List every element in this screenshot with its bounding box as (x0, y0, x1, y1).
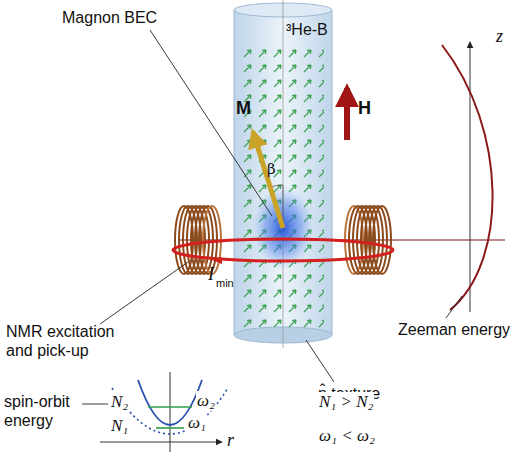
frequency-label: ω₁ (187, 413, 207, 433)
field-arrow (344, 88, 350, 140)
current-symbol: I (208, 264, 214, 286)
axis-label: r (227, 430, 234, 452)
angle-symbol: β (267, 160, 276, 178)
relation-note: N₁ > N₂ (318, 392, 374, 412)
curve-label: Zeeman energy (398, 320, 510, 339)
occupation-label: N₁ (110, 416, 129, 436)
condensate-label: Magnon BEC (62, 8, 157, 27)
leader-line (82, 30, 462, 404)
relation-note: ω₁ < ω₂ (318, 426, 376, 446)
subscript: min (216, 277, 234, 290)
frequency-label: ω₂ (196, 391, 216, 411)
medium-label: ³He-B (286, 20, 328, 39)
curve-label: spin-orbit energy (4, 392, 82, 430)
coil-label: NMR excitation and pick-up (6, 322, 124, 360)
zeeman-plot (442, 42, 493, 312)
current-loop (173, 239, 393, 264)
vector-symbol: H (358, 98, 371, 120)
spin-orbit-plot (100, 372, 228, 452)
occupation-label: N₂ (110, 392, 129, 412)
magnetization-arrow (253, 132, 283, 228)
vector-symbol: M (236, 98, 251, 120)
axis-line (283, 0, 284, 348)
axis-label: z (496, 26, 503, 48)
